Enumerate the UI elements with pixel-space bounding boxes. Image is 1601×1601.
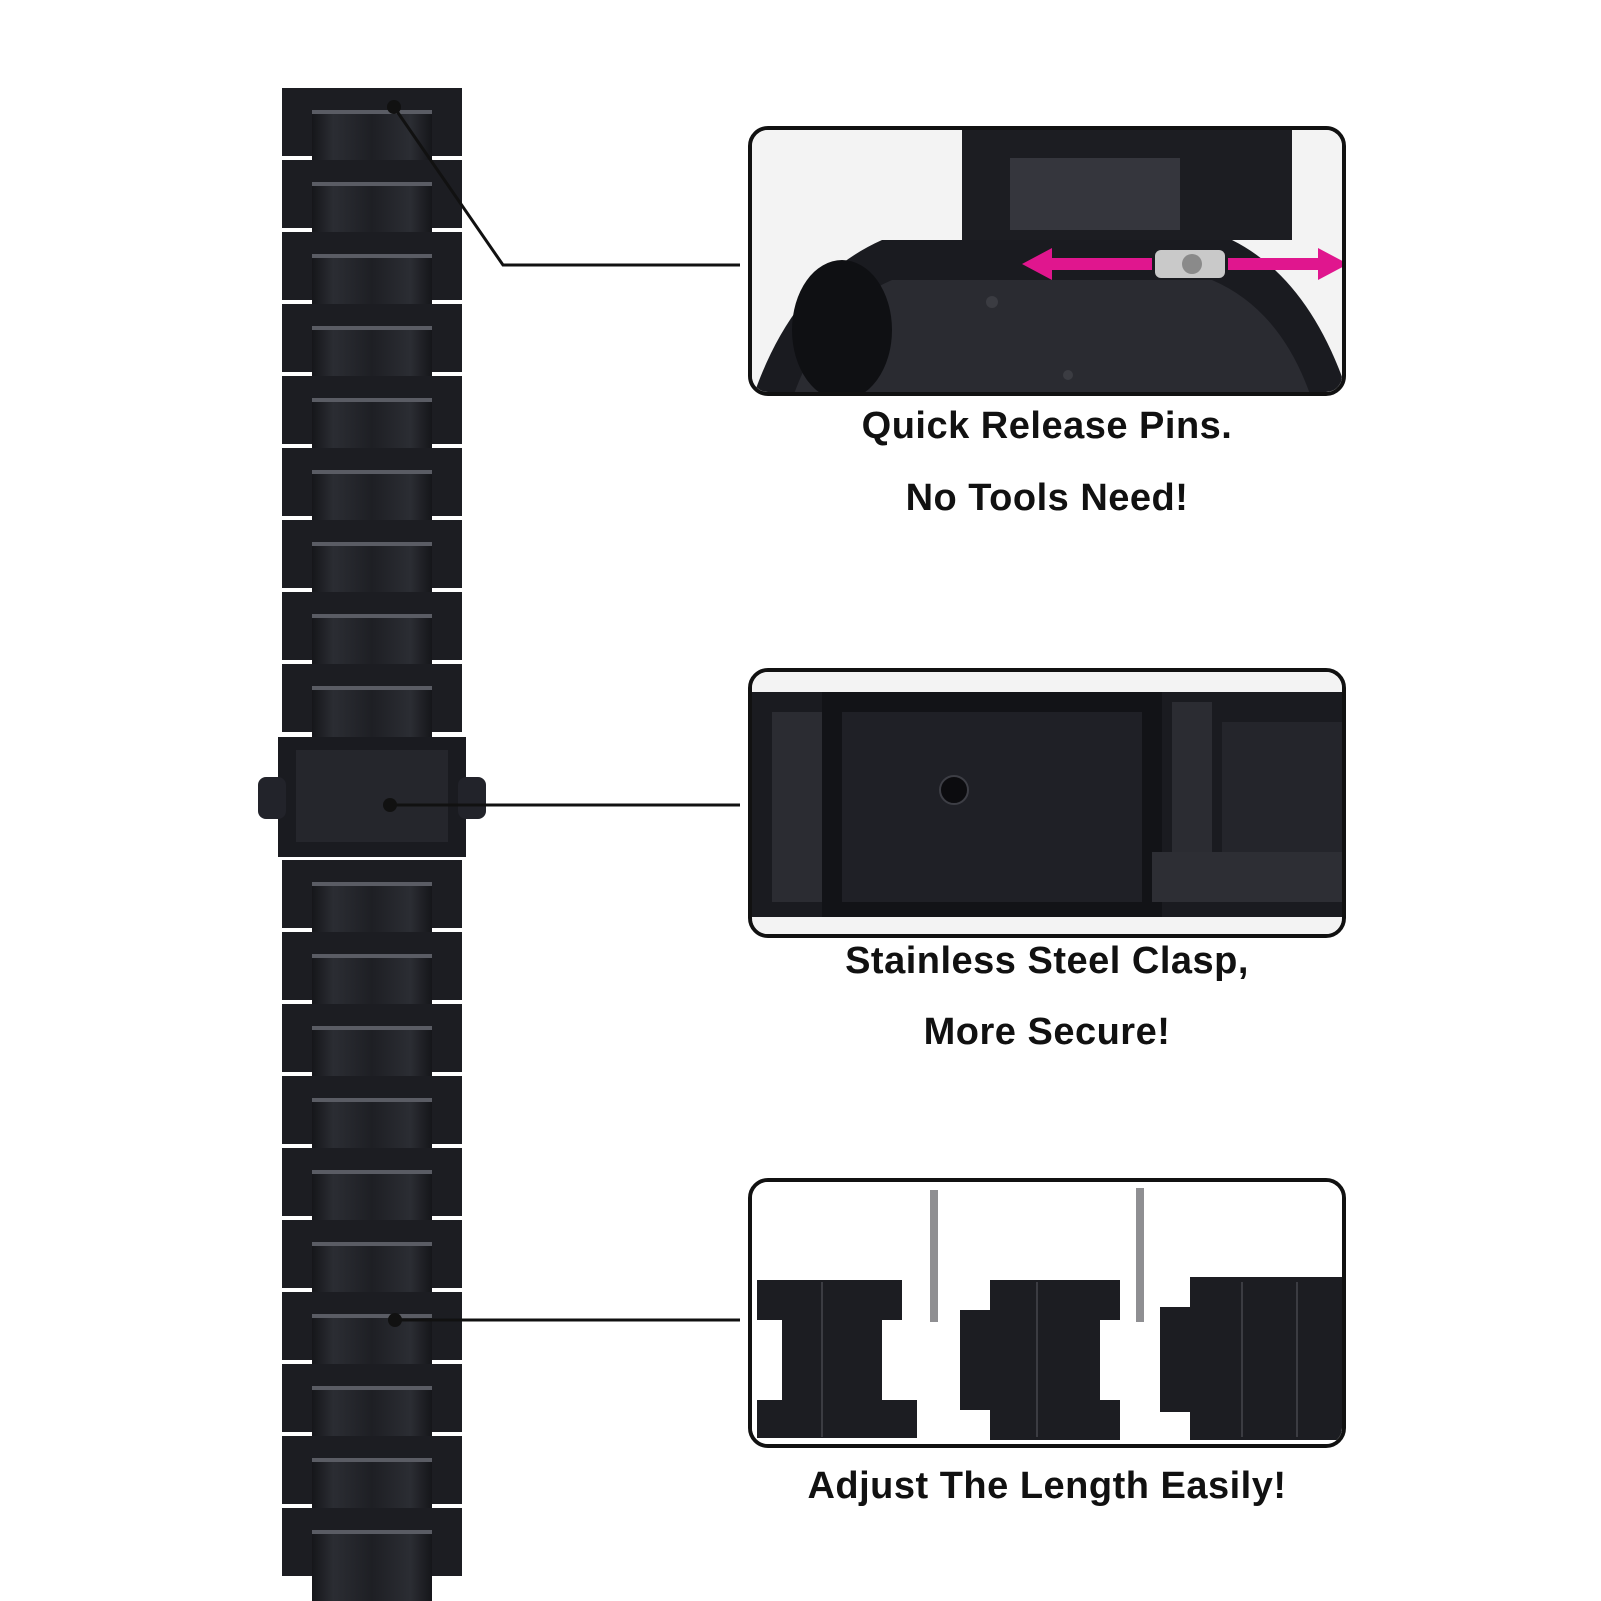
feature-caption-clasp-line1: Stainless Steel Clasp,: [845, 940, 1249, 982]
band-link-highlight: [312, 1386, 432, 1390]
quick-release-pin-icon: [1155, 250, 1225, 278]
band-link-highlight: [312, 542, 432, 546]
band-link-highlight: [312, 1314, 432, 1318]
clasp-dot: [383, 798, 397, 812]
band-link-highlight: [312, 1026, 432, 1030]
feature-caption-adjust-line1: Adjust The Length Easily!: [807, 1465, 1287, 1507]
band-link-highlight: [312, 614, 432, 618]
band-link-highlight: [312, 954, 432, 958]
band-link-highlight: [312, 882, 432, 886]
pin-dot: [387, 100, 401, 114]
band-link-highlight: [312, 182, 432, 186]
feature-caption-pins-line1: Quick Release Pins.: [861, 405, 1233, 447]
band-link-highlight: [312, 1530, 432, 1534]
feature-caption-clasp-line2: More Secure!: [923, 1011, 1171, 1053]
upper-band-links: [282, 88, 462, 758]
clasp-panel: [748, 668, 1346, 938]
band-link-highlight: [312, 1458, 432, 1462]
adjust-links-panel: [748, 1178, 1346, 1448]
band-link-highlight: [312, 470, 432, 474]
release-arrows: [1022, 248, 1342, 280]
link-dot: [388, 1313, 402, 1327]
band-link-highlight: [312, 326, 432, 330]
feature-caption-pins-line2: No Tools Need!: [905, 477, 1189, 519]
link-pin-icon: [930, 1188, 1144, 1322]
lower-band-links: [282, 860, 462, 1601]
band-link-highlight: [312, 398, 432, 402]
band-link-highlight: [312, 1098, 432, 1102]
band-link-highlight: [312, 254, 432, 258]
band-link-center: [312, 1534, 432, 1601]
band-link-highlight: [312, 1170, 432, 1174]
band-clasp: [258, 737, 486, 857]
quick-release-panel: [748, 126, 1346, 396]
band-link-highlight: [312, 110, 432, 114]
leader-line-pins: [392, 106, 740, 267]
band-link-highlight: [312, 1242, 432, 1246]
band-link-highlight: [312, 686, 432, 690]
